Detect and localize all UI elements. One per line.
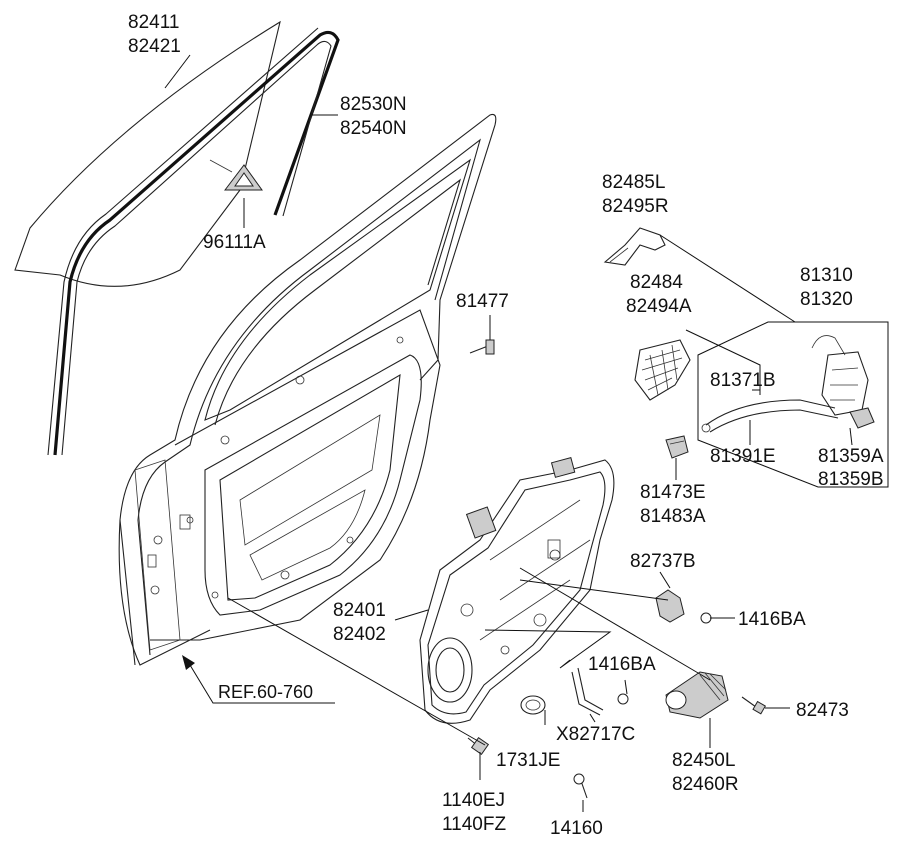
label-14160: 14160 bbox=[550, 818, 603, 839]
label-82485l: 82485L bbox=[602, 172, 665, 193]
door-latch-part bbox=[811, 335, 869, 416]
label-1140ej: 1140EJ bbox=[442, 790, 505, 811]
door-module-panel bbox=[419, 457, 615, 724]
glass-run-channel bbox=[47, 27, 340, 456]
delta-cover-part bbox=[223, 164, 263, 191]
label-82494a: 82494A bbox=[626, 296, 692, 317]
label-1416ba-upper: 1416BA bbox=[738, 609, 806, 630]
guard-82484-part bbox=[634, 339, 691, 401]
label-82737b: 82737B bbox=[630, 551, 696, 572]
label-82402: 82402 bbox=[333, 624, 386, 645]
label-82473: 82473 bbox=[796, 700, 849, 721]
leader-lines bbox=[164, 54, 853, 812]
label-1416ba-lower: 1416BA bbox=[588, 654, 656, 675]
grommet-x82717c bbox=[520, 695, 546, 715]
label-81310: 81310 bbox=[800, 265, 853, 286]
label-1140fz: 1140FZ bbox=[442, 814, 506, 835]
label-ref: REF.60-760 bbox=[218, 682, 313, 702]
label-82411: 82411 bbox=[128, 12, 179, 33]
door-glass bbox=[14, 20, 281, 287]
label-81371b: 81371B bbox=[710, 370, 776, 391]
latch-assembly-box bbox=[697, 321, 889, 488]
label-81359b: 81359B bbox=[818, 469, 884, 490]
label-82530n: 82530N bbox=[340, 94, 407, 115]
bolt-1140ej-part bbox=[467, 736, 490, 756]
part-labels: 82411 82421 82530N 82540N 96111A 81477 8… bbox=[128, 12, 884, 839]
label-82401: 82401 bbox=[333, 600, 386, 621]
clip-81473e-part bbox=[665, 435, 689, 459]
label-1731je: 1731JE bbox=[496, 750, 560, 771]
label-82460r: 82460R bbox=[672, 774, 739, 795]
door-frame-panel bbox=[118, 113, 497, 666]
window-motor-part bbox=[665, 671, 729, 719]
bracket-82737b-part bbox=[655, 589, 712, 624]
label-82421: 82421 bbox=[128, 36, 181, 57]
label-82484: 82484 bbox=[630, 272, 683, 293]
label-81359a: 81359A bbox=[818, 446, 884, 467]
bolt-14160-part bbox=[573, 773, 588, 799]
label-81473e: 81473E bbox=[640, 482, 706, 503]
label-81483a: 81483A bbox=[640, 506, 706, 527]
label-81320: 81320 bbox=[800, 289, 853, 310]
bolt-81477-part bbox=[469, 339, 495, 355]
latch-cap-part bbox=[849, 407, 875, 429]
label-82450l: 82450L bbox=[672, 750, 735, 771]
ref-arrow bbox=[182, 655, 335, 704]
screw-82473-part bbox=[741, 696, 767, 715]
lock-cable-part bbox=[701, 399, 839, 433]
label-81391e: 81391E bbox=[710, 446, 776, 467]
label-96111a: 96111A bbox=[203, 232, 266, 253]
label-82495r: 82495R bbox=[602, 196, 669, 217]
small-bracket-part bbox=[571, 667, 629, 716]
label-82540n: 82540N bbox=[340, 118, 407, 139]
bracket-82485l-part bbox=[603, 227, 666, 266]
label-81477: 81477 bbox=[456, 291, 509, 312]
label-x82717c: X82717C bbox=[556, 724, 635, 745]
